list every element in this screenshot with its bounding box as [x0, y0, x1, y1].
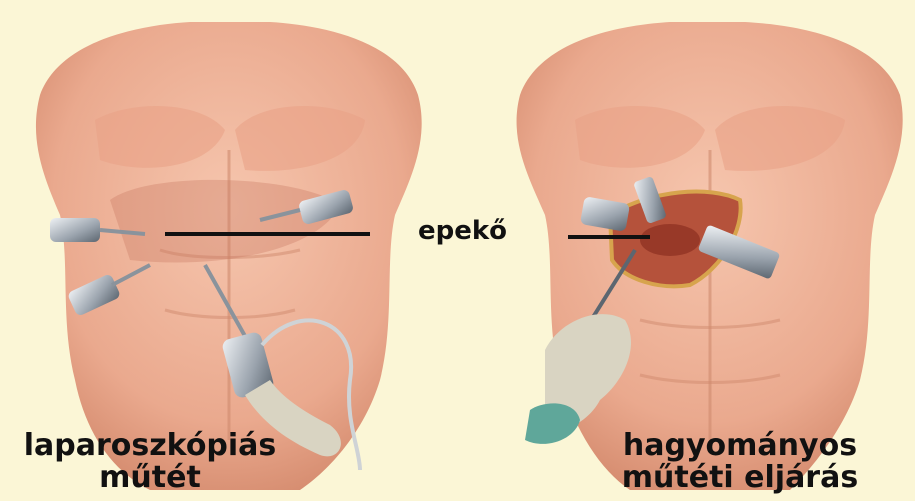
gallstone-label: epekő [418, 218, 507, 245]
label-left-line1: laparoszkópiás [0, 430, 300, 462]
left-torso [36, 22, 422, 490]
label-left-line2: műtét [0, 462, 300, 494]
laparoscopic-surgery-label: laparoszkópiás műtét [0, 430, 300, 493]
label-right-line2: műtéti eljárás [590, 462, 890, 494]
label-right-line1: hagyományos [590, 430, 890, 462]
traditional-surgery-label: hagyományos műtéti eljárás [590, 430, 890, 493]
